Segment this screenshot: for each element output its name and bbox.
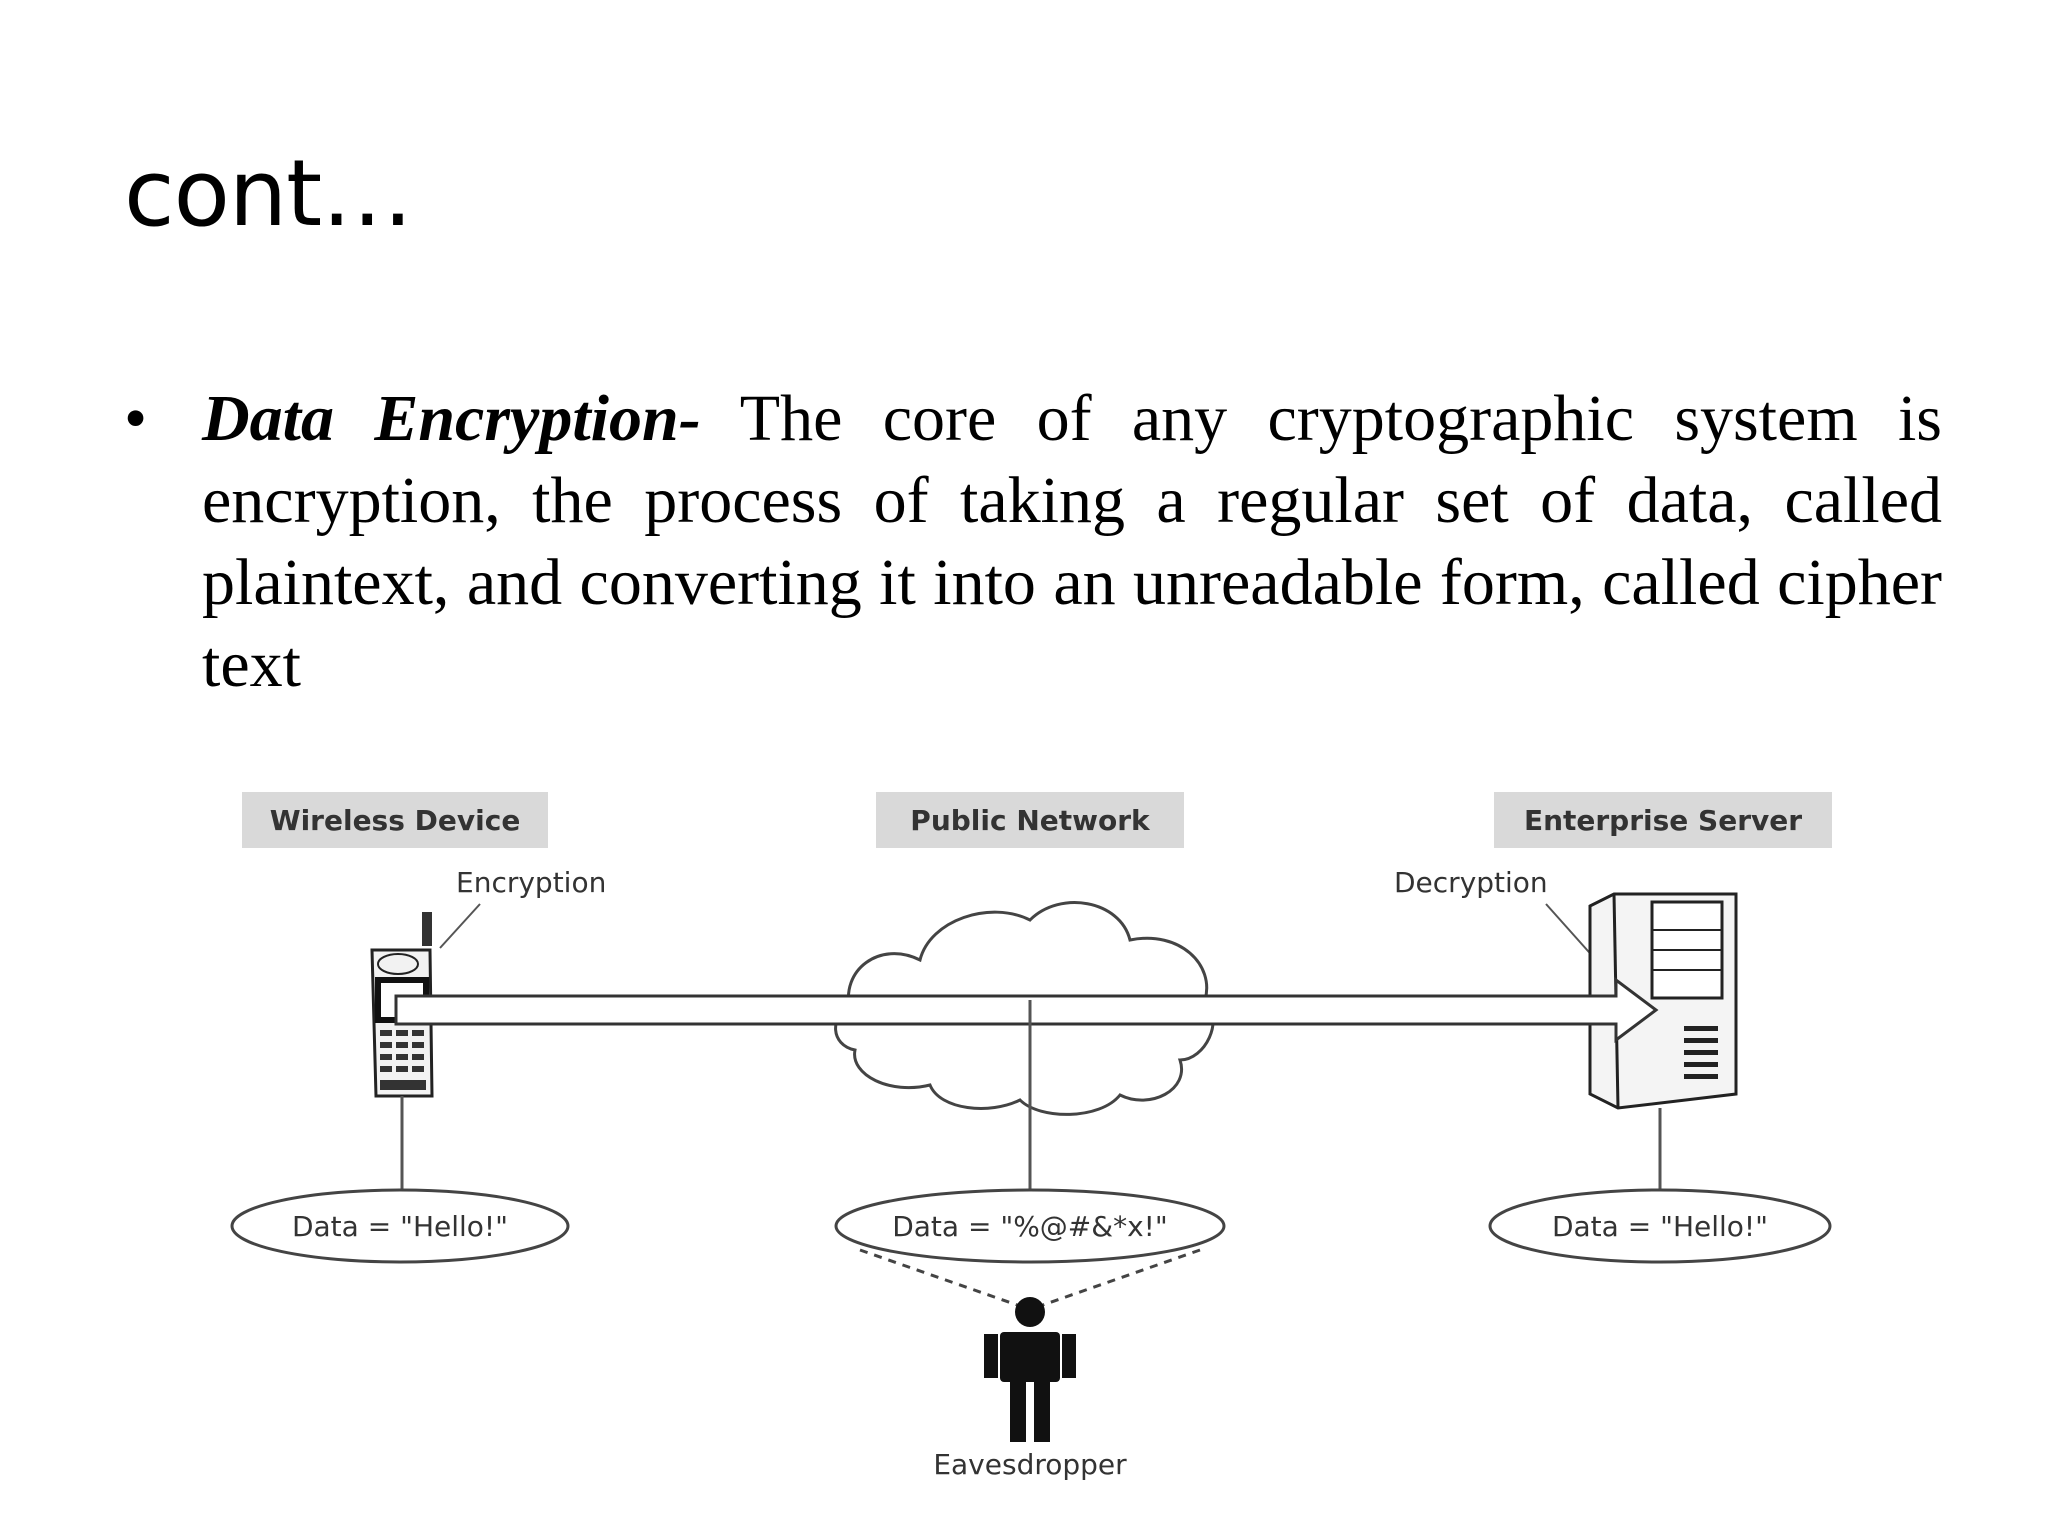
plaintext-right-label: Data = "Hello!" xyxy=(1552,1210,1768,1243)
encryption-label: Encryption xyxy=(456,866,606,899)
eavesdropper-icon xyxy=(984,1297,1076,1442)
bullet-marker: • xyxy=(124,382,148,455)
plaintext-bubble-right xyxy=(1488,1188,1832,1264)
bullet-paragraph: Data Encryption- The core of any cryptog… xyxy=(202,378,1942,706)
enterprise-server-header: Enterprise Server xyxy=(1524,804,1802,837)
eavesdrop-line-left xyxy=(859,1248,1021,1308)
wireless-device-header: Wireless Device xyxy=(270,804,521,837)
eavesdropper-label: Eavesdropper xyxy=(933,1448,1127,1481)
public-network-header-box xyxy=(876,792,1184,848)
eavesdrop-line-right xyxy=(1039,1248,1201,1308)
decryption-label: Decryption xyxy=(1394,866,1548,899)
slide-title: cont… xyxy=(124,140,413,247)
server-icon xyxy=(1588,892,1738,1110)
ciphertext-label: Data = "%@#&*x!" xyxy=(892,1210,1168,1243)
encryption-leader-line xyxy=(439,903,481,949)
wireless-device-header-box xyxy=(242,792,548,848)
bullet-term: Data Encryption- xyxy=(202,382,701,455)
bullet-body: The core of any cryptographic system is … xyxy=(202,382,1942,701)
ciphertext-bubble xyxy=(834,1188,1226,1264)
data-flow-arrow xyxy=(394,977,1659,1043)
plaintext-left-label: Data = "Hello!" xyxy=(292,1210,508,1243)
plaintext-bubble-left xyxy=(230,1188,570,1264)
enterprise-server-header-box xyxy=(1494,792,1832,848)
public-network-header: Public Network xyxy=(910,804,1151,837)
decryption-leader-line xyxy=(1545,903,1597,961)
